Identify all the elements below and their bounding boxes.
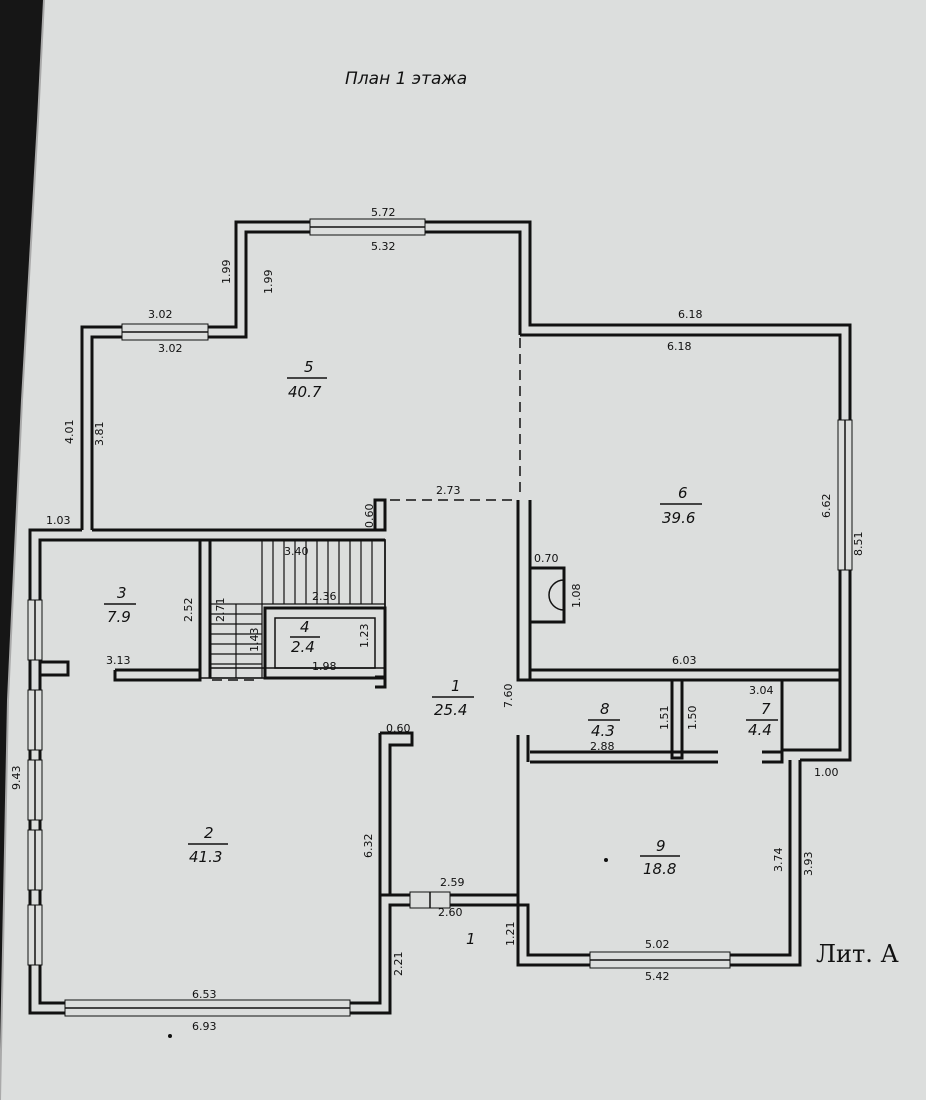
dim-label: 6.18 [667, 340, 692, 353]
dim-label: 2.52 [182, 598, 195, 623]
dim-label: 5.02 [645, 938, 670, 951]
interior-walls [40, 498, 840, 895]
dim-label: 0.70 [534, 552, 559, 565]
dim-label: 8.51 [852, 532, 865, 557]
room-3-area: 7.9 [107, 608, 131, 626]
dim-label: 1.00 [814, 766, 839, 779]
room-5-area: 40.7 [288, 383, 322, 401]
dim-label: 2.88 [590, 740, 615, 753]
dim-label: 3.81 [93, 422, 106, 447]
dim-label: 3.13 [106, 654, 131, 667]
dim-label: 3.74 [772, 848, 785, 873]
dim-label: 3.40 [284, 545, 309, 558]
dim-label: 6.32 [362, 834, 375, 859]
dim-label: 5.32 [371, 240, 396, 253]
plan-title: План 1 этажа [345, 69, 467, 89]
dim-label: 3.02 [148, 308, 173, 321]
dim-label: 6.53 [192, 988, 217, 1001]
dim-label: 1.03 [46, 514, 71, 527]
dim-label: 2.71 [214, 598, 227, 623]
dim-label: 0.60 [363, 504, 376, 529]
room-8-number: 8 [600, 700, 610, 718]
dim-label: 0.60 [386, 722, 411, 735]
dim-label: 1.21 [504, 922, 517, 947]
scan-edge-line [0, 0, 45, 1100]
dim-label: 6.18 [678, 308, 703, 321]
dim-label: 1.99 [220, 260, 233, 285]
room-5-number: 5 [304, 358, 314, 376]
room-8-area: 4.3 [591, 722, 615, 740]
dim-label: 2.60 [438, 906, 463, 919]
dim-label: 3.02 [158, 342, 183, 355]
room-4-number: 4 [300, 618, 310, 636]
room-9-number: 9 [656, 837, 666, 855]
room-7-number: 7 [761, 700, 771, 718]
dim-label: 6.62 [820, 494, 833, 519]
dim-label: 1.99 [262, 270, 275, 295]
dim-label: 6.93 [192, 1020, 217, 1033]
dim-label: 1.23 [358, 624, 371, 649]
dim-label: 2.21 [392, 952, 405, 977]
dim-label: 1.51 [658, 706, 671, 731]
room-4-area: 2.4 [291, 638, 315, 656]
room-3-number: 3 [117, 584, 127, 602]
scan-edge-shadow [0, 0, 44, 1100]
dim-label: 9.43 [10, 766, 23, 791]
room-2-number: 2 [204, 824, 214, 842]
mark-dot [168, 1034, 172, 1038]
entrance-label: 1 [466, 930, 476, 948]
dim-label: 1.08 [570, 584, 583, 609]
room-1-number: 1 [451, 677, 461, 695]
room-2-area: 41.3 [189, 848, 222, 866]
dimension-labels: 5.72 5.32 1.99 1.99 3.02 3.02 6.18 6.18 … [10, 206, 865, 1033]
dim-label: 2.73 [436, 484, 461, 497]
dim-label: 1.98 [312, 660, 337, 673]
dim-label: 4.01 [63, 420, 76, 445]
room-9-area: 18.8 [643, 860, 676, 878]
room-6-area: 39.6 [662, 509, 695, 527]
room-7-area: 4.4 [748, 721, 772, 739]
room-labels: 5 40.7 6 39.6 3 7.9 4 2.4 1 25.4 8 4.3 7… [104, 358, 778, 878]
lit-label: Лит. А [816, 940, 899, 968]
room-6-number: 6 [678, 484, 688, 502]
dim-label: 2.36 [312, 590, 337, 603]
outer-walls [28, 220, 852, 1015]
staircase [209, 540, 385, 679]
dim-label: 7.60 [502, 684, 515, 709]
dim-label: 5.42 [645, 970, 670, 983]
dim-label: 1.50 [686, 706, 699, 731]
dim-label: 5.72 [371, 206, 396, 219]
room-1-area: 25.4 [434, 701, 467, 719]
dim-label: 1.43 [248, 628, 261, 653]
dim-label: 6.03 [672, 654, 697, 667]
dim-label: 2.59 [440, 876, 465, 889]
windows [27, 218, 853, 1017]
dim-label: 3.93 [802, 852, 815, 877]
dim-label: 3.04 [749, 684, 774, 697]
